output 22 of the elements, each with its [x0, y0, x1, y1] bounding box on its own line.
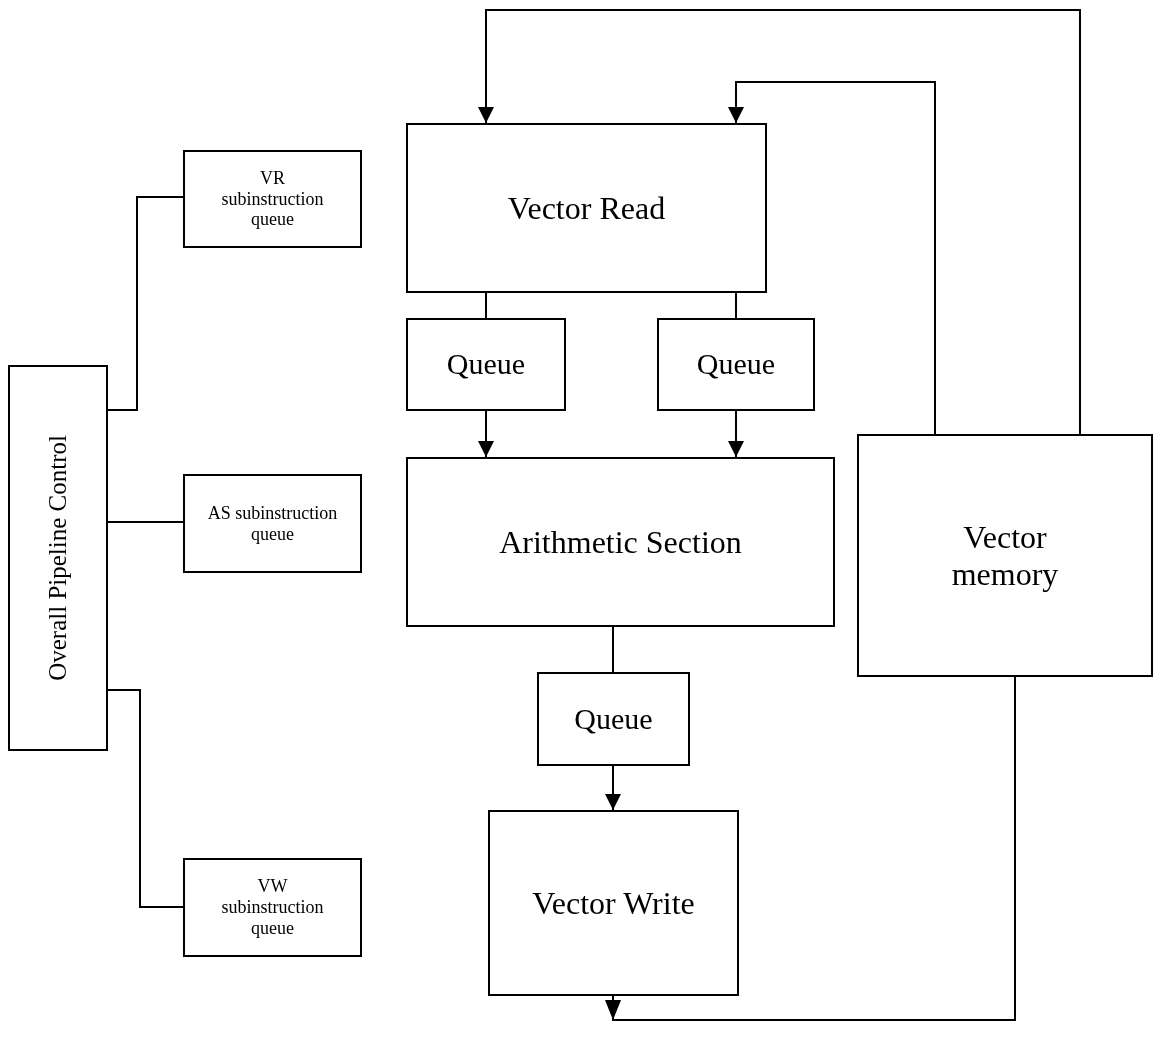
process-box [657, 318, 815, 411]
process-box [183, 474, 362, 573]
box-label: VR subinstruction queue [220, 167, 325, 231]
process-box [406, 123, 767, 293]
process-box [183, 150, 362, 248]
box-label: Vector memory [950, 518, 1060, 593]
box-label: Overall Pipeline Control [43, 435, 72, 681]
box-label: Vector Write [532, 884, 695, 922]
process-box [406, 318, 566, 411]
box-label: AS subinstruction queue [207, 502, 338, 545]
box-label: Queue [446, 347, 526, 382]
control-box [8, 365, 108, 751]
box-label: VW subinstruction queue [220, 876, 325, 939]
process-box [537, 672, 690, 766]
box-label: Arithmetic Section [499, 523, 742, 561]
process-box [488, 810, 739, 996]
process-box [857, 434, 1153, 677]
box-label: Vector Read [507, 189, 666, 227]
process-box [183, 858, 362, 957]
process-box [406, 457, 835, 627]
box-label: Queue [574, 701, 653, 737]
box-label: Queue [696, 347, 776, 382]
